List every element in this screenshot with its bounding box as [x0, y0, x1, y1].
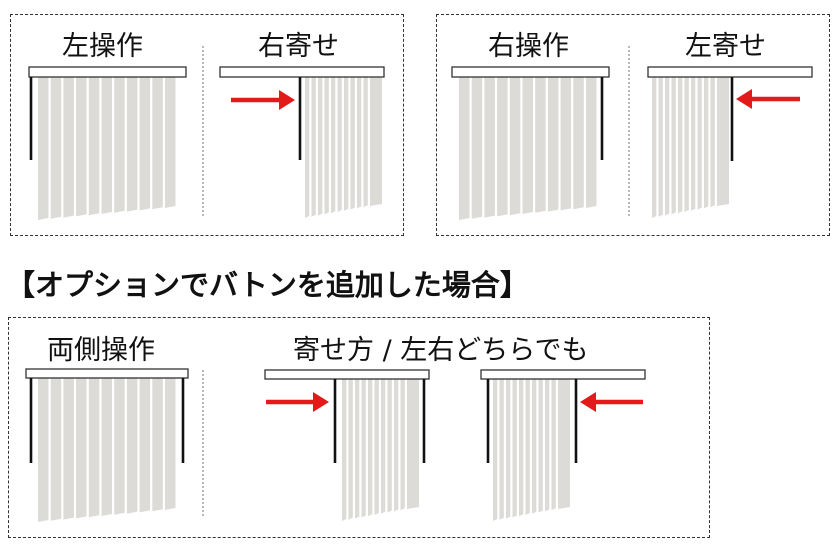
headrail	[451, 66, 610, 78]
slat	[101, 378, 112, 516]
diagram-label: 右寄せ	[258, 31, 339, 62]
slat	[558, 379, 570, 509]
slat	[551, 379, 556, 511]
slat	[305, 77, 310, 218]
slat	[535, 77, 546, 213]
slat	[101, 77, 112, 214]
slat	[547, 77, 559, 212]
slat	[126, 77, 138, 212]
slat	[586, 77, 597, 208]
slat	[509, 77, 521, 216]
option-baton-heading: 【オプションでバトンを追加した場合】	[6, 268, 529, 302]
slat	[165, 77, 176, 208]
slat	[63, 77, 74, 218]
slat	[407, 379, 419, 509]
slat	[76, 378, 87, 519]
slat	[368, 379, 373, 517]
slat	[152, 378, 163, 512]
slat	[525, 379, 530, 515]
slat	[88, 77, 100, 216]
slat	[374, 379, 379, 515]
slat	[497, 77, 508, 217]
slat	[50, 77, 62, 219]
slat	[519, 379, 524, 517]
slat	[50, 378, 62, 521]
slat	[652, 77, 657, 218]
slat	[381, 379, 386, 514]
diagram-label: 両側操作	[47, 335, 155, 366]
slat	[38, 77, 49, 220]
panel-top-left	[10, 14, 404, 236]
slat	[697, 77, 702, 210]
headrail	[219, 66, 385, 78]
slat	[471, 77, 483, 219]
slat	[484, 77, 495, 218]
slat	[671, 77, 676, 215]
diagram-label: 寄せ方 / 左右どちらでも	[293, 335, 589, 366]
slat	[459, 77, 470, 220]
slat	[387, 379, 392, 513]
slat	[311, 77, 316, 217]
slat	[38, 378, 49, 522]
slat	[331, 77, 336, 214]
slat	[573, 77, 584, 210]
slat	[152, 77, 163, 210]
slat	[165, 378, 176, 510]
diagram-label: 左操作	[62, 31, 143, 62]
diagram-label: 左寄せ	[685, 31, 766, 62]
slat	[522, 77, 533, 214]
slat	[560, 77, 572, 211]
headrail	[25, 368, 189, 379]
slat	[665, 77, 670, 216]
slat	[355, 379, 360, 519]
slat	[538, 379, 543, 513]
slat	[684, 77, 689, 212]
headrail	[28, 66, 187, 78]
headrail	[480, 369, 646, 380]
slat	[512, 379, 517, 518]
slat	[691, 77, 696, 211]
slat	[499, 379, 504, 520]
arrowhead-left-icon	[580, 392, 596, 412]
panel-top-right	[436, 14, 830, 236]
slat	[126, 378, 138, 514]
slat	[63, 378, 74, 520]
slat	[704, 77, 709, 209]
slat	[678, 77, 683, 214]
slat	[370, 77, 382, 206]
slat	[658, 77, 663, 217]
arrowhead-right-icon	[279, 90, 295, 110]
slat	[361, 379, 366, 518]
slat	[717, 77, 729, 206]
slat	[506, 379, 511, 519]
slat	[344, 77, 349, 211]
headrail	[647, 66, 813, 78]
panel-bottom	[8, 317, 710, 538]
diagram-label: 右操作	[488, 31, 569, 62]
slat	[348, 379, 353, 520]
slat	[342, 379, 347, 521]
slat	[493, 379, 498, 521]
slat	[88, 378, 100, 518]
arrowhead-left-icon	[736, 89, 752, 109]
slat	[114, 77, 125, 213]
slat	[363, 77, 368, 208]
slat	[337, 77, 342, 212]
slat	[76, 77, 87, 217]
slat	[394, 379, 399, 512]
slat	[324, 77, 329, 215]
slat	[139, 378, 151, 513]
slat	[139, 77, 151, 211]
slat	[350, 77, 355, 210]
slat	[357, 77, 362, 209]
slat	[532, 379, 537, 514]
headrail	[264, 369, 430, 380]
arrowhead-right-icon	[313, 392, 329, 412]
slat	[545, 379, 550, 512]
slat	[114, 378, 125, 515]
slat	[710, 77, 715, 208]
slat	[318, 77, 323, 216]
slat	[400, 379, 405, 511]
